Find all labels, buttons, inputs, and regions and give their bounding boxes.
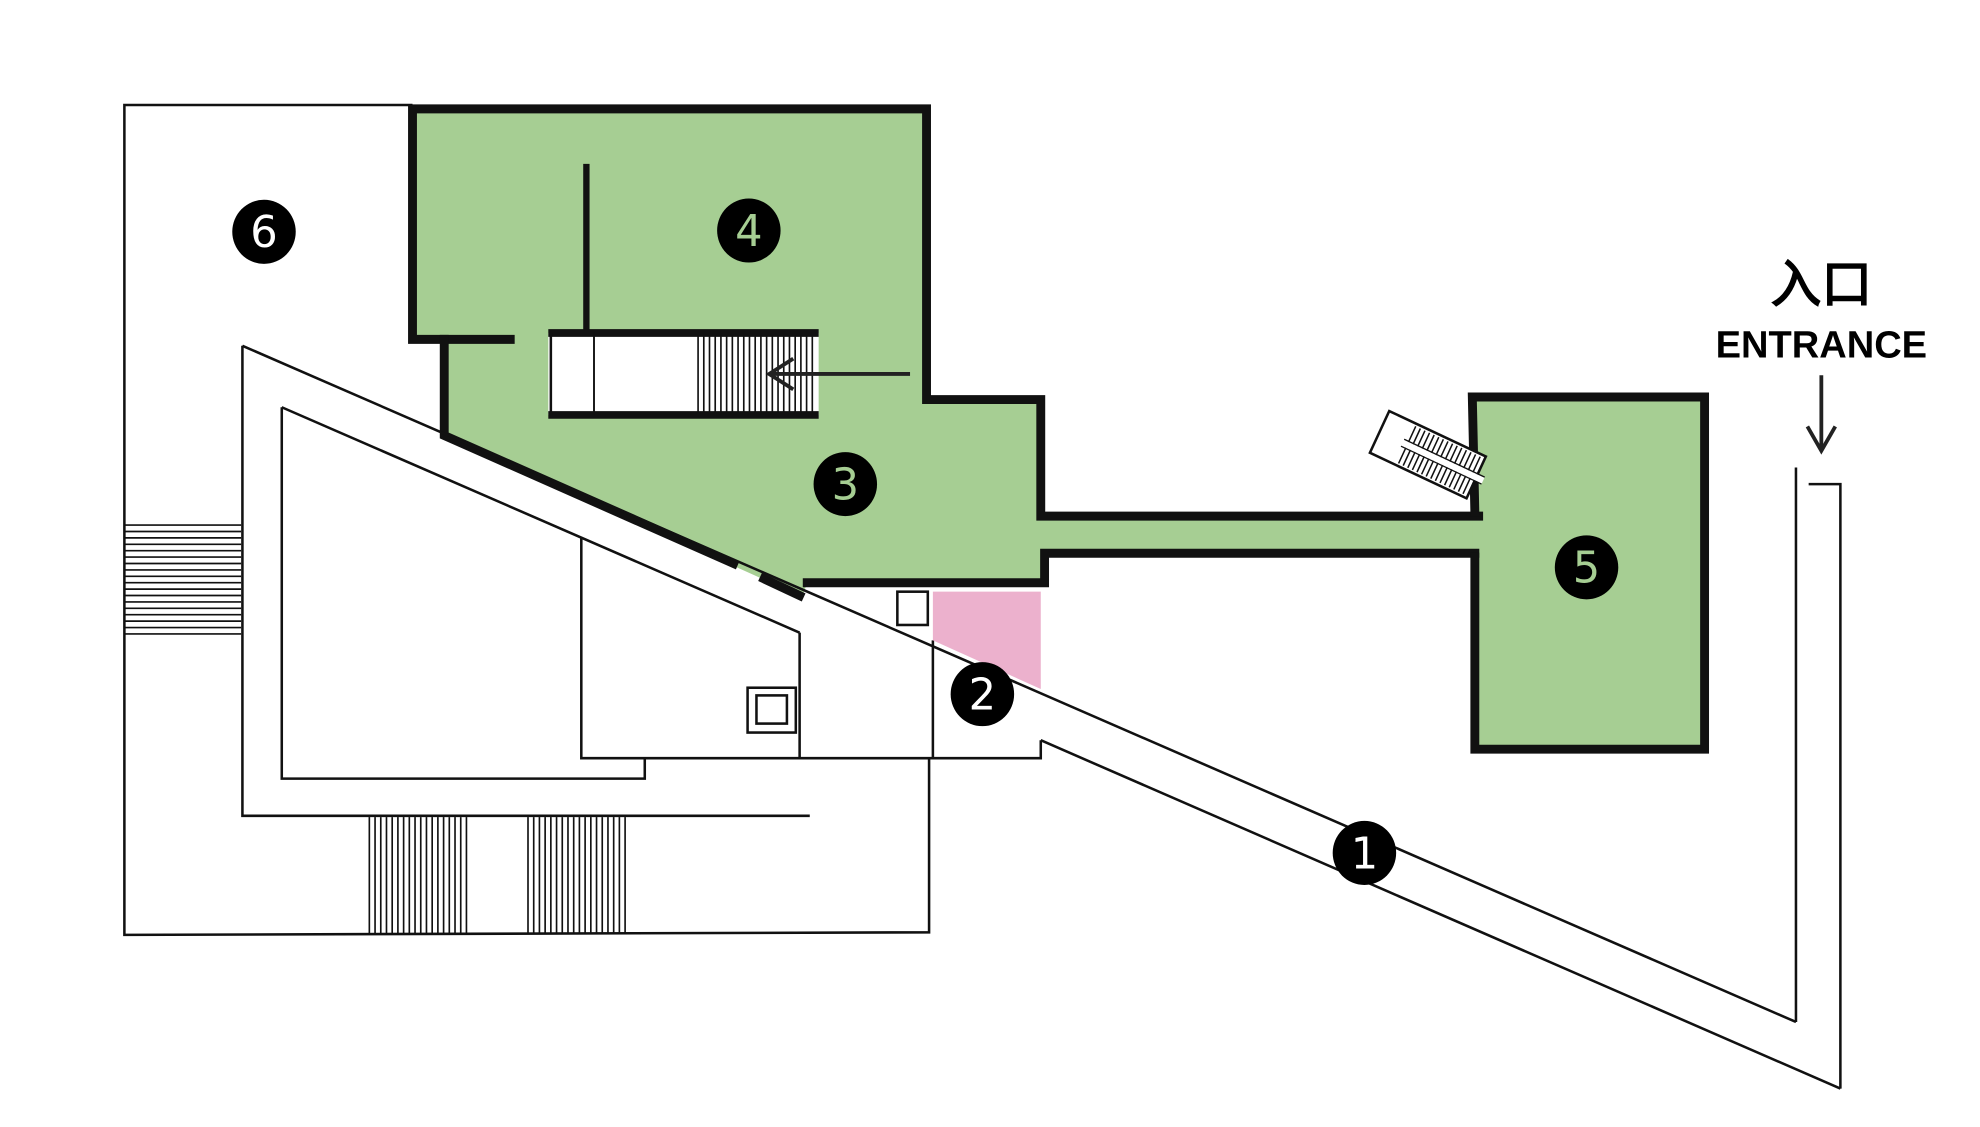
wall-room-4 bbox=[408, 104, 1484, 521]
entrance-label-en: ENTRANCE bbox=[1716, 323, 1927, 366]
room-marker-3[interactable]: 3 bbox=[813, 452, 878, 517]
escalator-icon bbox=[1368, 409, 1488, 500]
entrance-label-jp: 入口 bbox=[1771, 256, 1873, 315]
room-marker-2[interactable]: 2 bbox=[950, 662, 1015, 727]
corridor-wall-upper bbox=[241, 344, 1797, 1024]
stair-steps bbox=[124, 524, 242, 635]
stair-steps bbox=[368, 817, 626, 934]
entrance-wall bbox=[1808, 482, 1842, 1089]
building-outline bbox=[123, 103, 931, 937]
corridor-wall-lower bbox=[1040, 739, 1841, 1090]
room-2-highlight[interactable] bbox=[932, 591, 1041, 690]
inner-wall-lobby bbox=[580, 537, 1043, 760]
arrow-down-icon bbox=[1805, 375, 1837, 455]
room-number: 3 bbox=[832, 460, 859, 510]
wall-corridor-lower bbox=[802, 548, 1480, 588]
elevator-icon bbox=[746, 686, 798, 734]
small-room bbox=[896, 590, 930, 627]
stair-steps bbox=[697, 335, 814, 413]
room-marker-5[interactable]: 5 bbox=[1554, 535, 1619, 600]
exhibit-area-3-4[interactable] bbox=[412, 108, 1479, 597]
room-marker-6[interactable]: 6 bbox=[232, 199, 296, 264]
room-number: 5 bbox=[1573, 544, 1600, 594]
room-number: 2 bbox=[969, 670, 996, 720]
room-marker-4[interactable]: 4 bbox=[717, 198, 781, 263]
inner-wall-room bbox=[280, 407, 647, 780]
room-number: 1 bbox=[1351, 829, 1378, 879]
corridor-wall-lower bbox=[281, 406, 801, 634]
room-number: 4 bbox=[735, 207, 762, 257]
room-number: 6 bbox=[250, 208, 277, 258]
wall-room-3 bbox=[439, 334, 740, 570]
wall-room-5 bbox=[1467, 392, 1710, 754]
wall-segment bbox=[758, 572, 806, 602]
inner-wall-outer bbox=[241, 345, 810, 818]
room-marker-1[interactable]: 1 bbox=[1332, 820, 1397, 885]
